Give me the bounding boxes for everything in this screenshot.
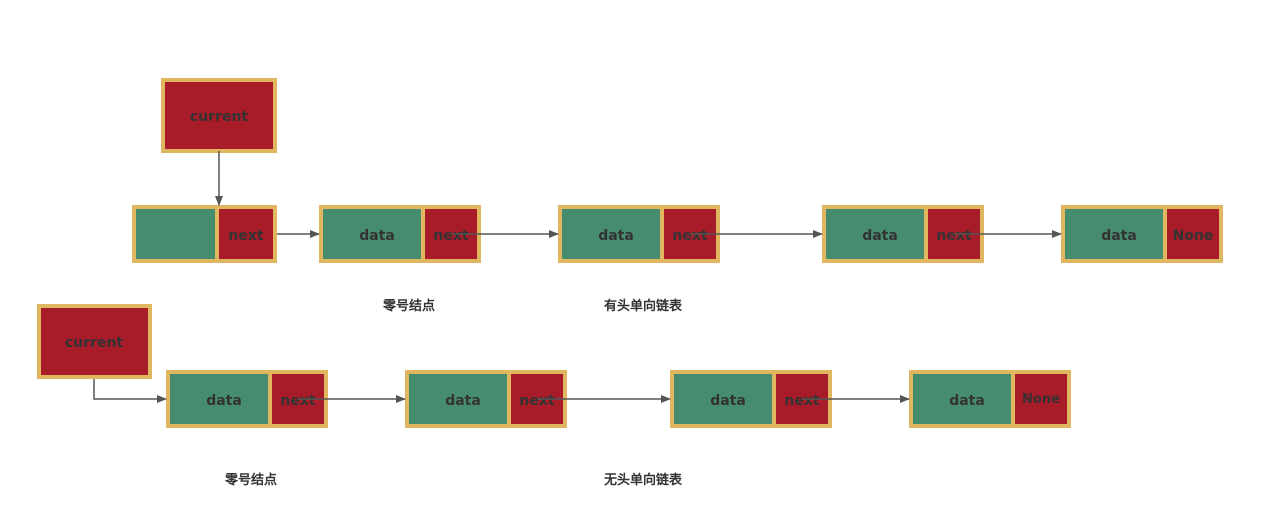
top-node-4: data None (1061, 205, 1223, 263)
top-node-2: data next (558, 205, 720, 263)
bottom-node-2-next-label: next (519, 393, 554, 409)
bottom-node-4-next-cell (1011, 370, 1071, 428)
bottom-node-4-data-label: data (949, 393, 985, 409)
top-head-next-label: next (228, 228, 263, 244)
top-head-data-cell (132, 205, 219, 263)
top-head-next-cell (215, 205, 277, 263)
headed-linked-list: current next data next data next data (132, 78, 1223, 314)
top-node-3-data-label: data (862, 228, 898, 244)
top-current-pointer: current (161, 78, 277, 153)
top-node-1-data-label: data (359, 228, 395, 244)
bottom-node-4: data None (909, 370, 1071, 428)
top-node-1-data-cell (319, 205, 425, 263)
top-node-4-data-label: data (1101, 228, 1137, 244)
bottom-node-2-data-label: data (445, 393, 481, 409)
headless-linked-list: current data next data next data next (37, 304, 1071, 488)
top-zero-node-caption: 零号结点 (382, 298, 435, 314)
bottom-node-1-data-label: data (206, 393, 242, 409)
top-node-4-next-label: None (1173, 228, 1214, 244)
bottom-current-box (37, 304, 152, 379)
top-node-1-next-label: next (433, 228, 468, 244)
bottom-current-arrow (93, 379, 167, 403)
bottom-list-caption: 无头单向链表 (603, 472, 683, 488)
top-node-2-data-label: data (598, 228, 634, 244)
bottom-zero-node-caption: 零号结点 (224, 472, 277, 488)
bottom-node-1-data-cell (166, 370, 272, 428)
bottom-current-label: current (65, 335, 124, 351)
top-node-3-next-label: next (936, 228, 971, 244)
top-node-2-next-label: next (672, 228, 707, 244)
bottom-node-3-data-label: data (710, 393, 746, 409)
bottom-node-2: data next (405, 370, 567, 428)
top-node-1: data next (319, 205, 481, 263)
top-head-node: next (132, 205, 277, 263)
bottom-node-1-next-label: next (280, 393, 315, 409)
top-list-caption: 有头单向链表 (604, 298, 683, 314)
bottom-node-4-next-label: None (1022, 392, 1060, 407)
bottom-current-pointer: current (37, 304, 152, 379)
top-node-4-data-cell (1061, 205, 1167, 263)
top-current-label: current (190, 109, 249, 125)
top-node-3-data-cell (822, 205, 928, 263)
top-node-4-next-cell (1163, 205, 1223, 263)
bottom-node-1: data next (166, 370, 328, 428)
bottom-node-3-data-cell (670, 370, 776, 428)
bottom-node-3-next-label: next (784, 393, 819, 409)
